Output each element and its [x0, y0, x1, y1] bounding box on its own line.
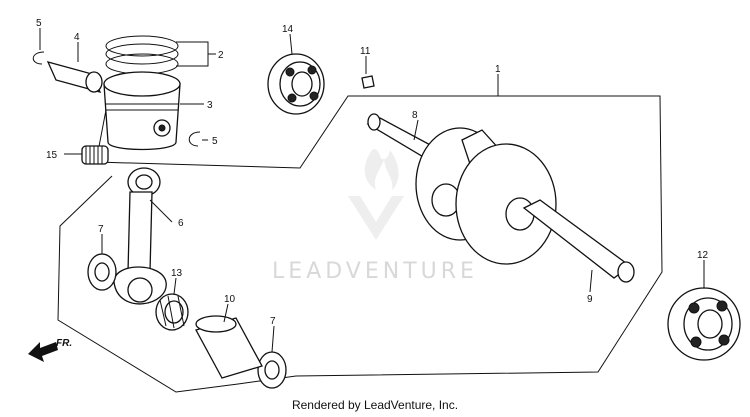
callout-7: 7 [270, 316, 276, 327]
callout-5: 5 [36, 18, 42, 29]
callout-2: 2 [218, 50, 224, 61]
piston-pin [46, 61, 103, 93]
render-credit: Rendered by LeadVenture, Inc. [291, 398, 459, 412]
callout-11: 11 [360, 46, 371, 57]
callout-6: 6 [178, 218, 184, 229]
callout-8: 8 [412, 110, 418, 121]
needle-bearing-big-end [155, 293, 189, 331]
woodruff-key [361, 75, 375, 89]
callout-9: 9 [587, 294, 593, 305]
callouts: 5 4 2 3 5 15 14 11 1 8 6 7 13 10 7 9 12 [36, 18, 709, 327]
ball-bearing-lower [667, 287, 741, 361]
crank-pin [195, 315, 263, 379]
connecting-rod [113, 167, 167, 305]
callout-12: 12 [697, 250, 709, 261]
needle-bearing-small-end [81, 145, 109, 165]
callout-15: 15 [46, 150, 58, 161]
crankshaft [366, 113, 635, 283]
leader-lines [39, 28, 705, 353]
callout-7: 7 [98, 224, 104, 235]
thrust-washer-right [257, 351, 287, 389]
callout-4: 4 [74, 32, 80, 43]
callout-14: 14 [282, 24, 294, 35]
crankshaft-group-frame [57, 95, 663, 393]
ball-bearing-upper [267, 53, 325, 115]
callout-13: 13 [171, 268, 183, 279]
leadventure-logo-icon [348, 149, 404, 240]
callout-10: 10 [224, 294, 236, 305]
watermark: LEADVENTURE [272, 149, 478, 284]
assembly-frames [57, 95, 663, 393]
piston-pin-clip-left [32, 51, 45, 65]
callout-5: 5 [212, 136, 218, 147]
thrust-washer-left [87, 253, 117, 291]
arrow-icon [28, 342, 58, 362]
callout-3: 3 [207, 100, 213, 111]
piston-rings [105, 35, 179, 75]
front-direction-indicator: FR. [28, 338, 72, 362]
direction-label: FR. [56, 338, 72, 349]
callout-1: 1 [495, 64, 501, 75]
piston [103, 71, 181, 151]
piston-pin-clip-right [188, 131, 201, 147]
watermark-text: LEADVENTURE [272, 259, 478, 284]
